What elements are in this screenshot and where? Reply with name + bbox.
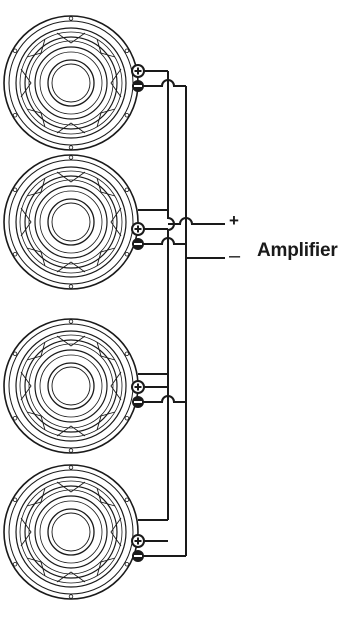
speaker-2 — [3, 154, 139, 290]
speaker-3 — [3, 318, 139, 454]
speaker-4 — [3, 464, 139, 600]
speaker-2-positive-terminal-icon — [131, 222, 145, 236]
amplifier-label: Amplifier — [257, 240, 338, 261]
speaker-1-positive-terminal-icon — [131, 64, 145, 78]
positive-wire — [138, 70, 225, 521]
speaker-4-negative-terminal-icon — [132, 550, 144, 562]
speaker-3-negative-terminal-icon — [132, 396, 144, 408]
negative-wire — [138, 79, 225, 557]
speaker-2-negative-terminal-icon — [132, 238, 144, 250]
amplifier-positive-label: + — [229, 211, 239, 230]
speaker-4-positive-terminal-icon — [131, 534, 145, 548]
positive-taps — [144, 228, 168, 542]
speaker-3-positive-terminal-icon — [131, 380, 145, 394]
speaker-1-negative-terminal-icon — [132, 80, 144, 92]
speaker-1 — [3, 15, 139, 151]
terminals — [131, 64, 145, 562]
amplifier-negative-label: – — [229, 245, 241, 267]
